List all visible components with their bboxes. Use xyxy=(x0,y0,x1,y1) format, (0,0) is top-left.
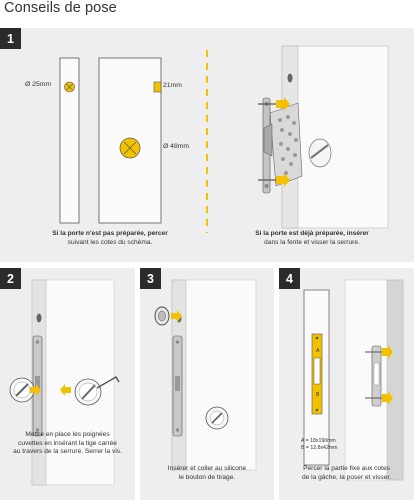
step-3-badge: 3 xyxy=(140,268,161,289)
step-2-panel: 2 Mettre en place les poignées cuvettes … xyxy=(0,268,135,500)
step-1-panel: 1 Ø 25mm 21mm Ø 48mm Si la porte n'est p… xyxy=(0,28,414,262)
step-1-left-caption-bold: Si la porte n'est pas préparée, percer xyxy=(52,230,168,237)
step-3-caption: Insérer et coller au silicone le bouton … xyxy=(142,465,272,482)
insert-arrow-bottom-icon xyxy=(276,173,290,187)
insert-arrow-icon xyxy=(171,310,182,322)
arrow-left-icon xyxy=(30,384,41,396)
step-1-left-caption-rest: suivant les cotes du schéma. xyxy=(67,238,153,246)
door-edge-drawing xyxy=(59,57,80,224)
fix-arrow-top-icon xyxy=(382,345,393,359)
step-4-badge: 4 xyxy=(279,268,300,289)
step-2-caption-line-2: cuvettes en insérant la tige carrée xyxy=(18,439,117,447)
arrow-right-icon xyxy=(60,384,71,396)
step-4-caption: Percer la partie fixe aux cotes de la gâ… xyxy=(281,465,412,482)
step-1-right-caption-rest: dans la fente et visser la serrure. xyxy=(264,238,360,246)
step-3-illustration xyxy=(154,279,257,471)
page-title: Conseils de pose xyxy=(4,0,117,16)
step-1-right-caption-bold: Si la porte est déjà préparée, insérer xyxy=(255,230,369,237)
fix-arrow-bottom-icon xyxy=(382,391,393,405)
step-1-left-caption: Si la porte n'est pas préparée, percer s… xyxy=(20,230,200,247)
hex-key-icon xyxy=(96,376,120,389)
step-1-illustration xyxy=(59,45,389,233)
step-4-panel: 4 A B A = 18x190mm B = 12,8x42mm Percer … xyxy=(279,268,414,500)
dim-b-value: B = 12,8x42mm xyxy=(301,445,338,451)
dim-letter-a: A xyxy=(316,348,320,354)
step-2-caption: Mettre en place les poignées cuvettes en… xyxy=(2,431,133,457)
dim-label-21mm: 21mm xyxy=(163,82,182,89)
step-3-caption-line-2: le bouton de tirage. xyxy=(178,473,236,481)
strike-cutout-b xyxy=(313,357,321,385)
prepared-door-drawing xyxy=(281,45,389,229)
dim-a-value: A = 18x190mm xyxy=(301,438,336,444)
step-1-right-caption: Si la porte est déjà préparée, insérer d… xyxy=(222,230,402,247)
step-2-caption-line-1: Mettre en place les poignées xyxy=(25,431,110,438)
step-4-caption-line-2: de la gâche, la poser et visser. xyxy=(301,473,392,481)
dim-letter-b: B xyxy=(316,392,320,398)
step-2-badge: 2 xyxy=(0,268,21,289)
step-2-caption-line-3: au travers de la serrure. Serrer la vis. xyxy=(13,448,122,456)
insert-arrow-top-icon xyxy=(276,97,290,111)
hole-21mm-icon xyxy=(153,81,162,93)
step-1-badge: 1 xyxy=(0,28,21,49)
step-3-panel: 3 Insérer et coller au silicone le bouto… xyxy=(140,268,274,500)
step-2-illustration xyxy=(9,279,120,486)
step-4-caption-line-1: Percer la partie fixe aux cotes xyxy=(303,465,390,472)
dim-label-25mm: Ø 25mm xyxy=(25,81,52,88)
step-3-caption-line-1: Insérer et coller au silicone xyxy=(167,465,247,472)
step-4-dims: A = 18x190mm B = 12,8x42mm xyxy=(301,438,337,452)
step-4-illustration xyxy=(303,279,404,481)
dim-label-48mm: Ø 48mm xyxy=(163,143,190,150)
